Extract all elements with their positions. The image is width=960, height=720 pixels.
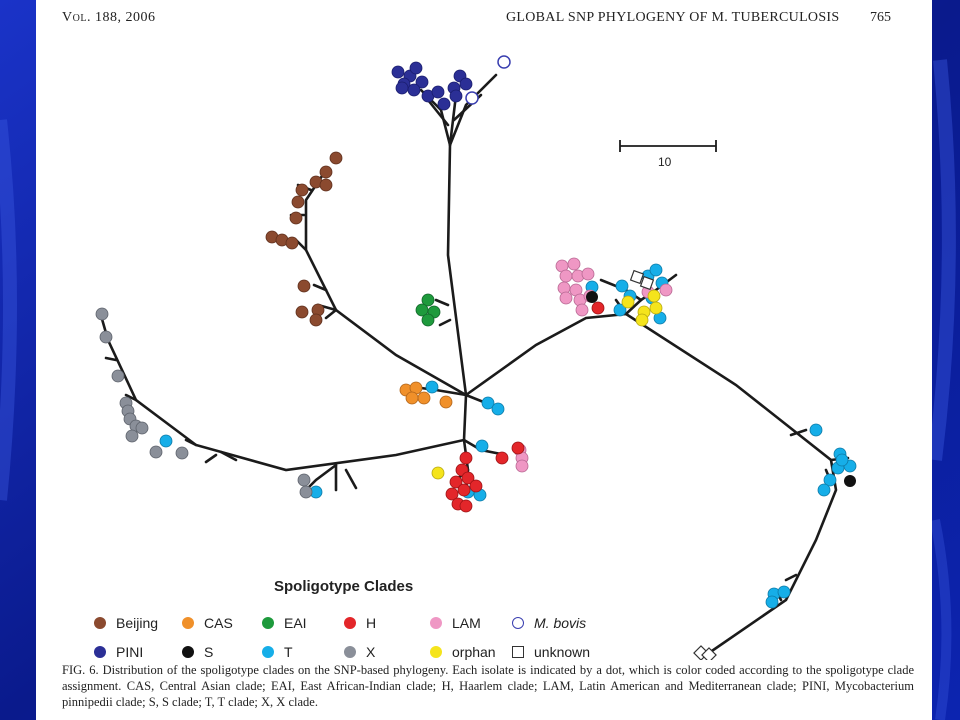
legend-label: T bbox=[284, 644, 293, 660]
legend-item: Beijing bbox=[94, 614, 158, 632]
legend-label: CAS bbox=[204, 615, 233, 631]
legend-item: S bbox=[182, 643, 213, 661]
legend-item: T bbox=[262, 643, 293, 661]
legend-label: M. bovis bbox=[534, 615, 587, 631]
s-dots bbox=[586, 291, 856, 487]
legend-item: PINI bbox=[94, 643, 143, 661]
legend-marker bbox=[262, 617, 274, 629]
legend-marker bbox=[512, 617, 524, 629]
m-bovis-dots bbox=[465, 55, 511, 105]
legend-label: H bbox=[366, 615, 377, 631]
legend-label: LAM bbox=[452, 615, 481, 631]
legend-label: Beijing bbox=[116, 615, 159, 631]
t-dots bbox=[159, 263, 857, 609]
beijing-dots bbox=[265, 151, 343, 327]
legend-label: S bbox=[204, 644, 214, 660]
journal-page: Vol. 188, 2006 GLOBAL SNP PHYLOGENY OF M… bbox=[36, 0, 932, 720]
legend-item: M. bovis bbox=[512, 614, 586, 632]
pini-dots bbox=[391, 61, 473, 111]
snp-phylogeny-tree bbox=[95, 55, 857, 660]
h-dots bbox=[445, 301, 605, 513]
unknown-markers bbox=[629, 269, 717, 660]
header-volume: Vol. 188, 2006 bbox=[62, 10, 156, 25]
legend-marker bbox=[430, 617, 442, 629]
legend-marker bbox=[182, 646, 194, 658]
legend-item: orphan bbox=[430, 643, 496, 661]
header-page-number: 765 bbox=[870, 10, 891, 25]
eai-dots bbox=[415, 293, 441, 327]
lam-dots bbox=[513, 257, 673, 473]
legend-marker bbox=[262, 646, 274, 658]
legend-marker bbox=[94, 646, 106, 658]
legend-label: EAI bbox=[284, 615, 307, 631]
scale-bar bbox=[619, 140, 717, 152]
legend-item: CAS bbox=[182, 614, 233, 632]
legend-title: Spoligotype Clades bbox=[274, 578, 414, 595]
legend-label: X bbox=[366, 644, 376, 660]
legend-label: PINI bbox=[116, 644, 144, 660]
legend-item: LAM bbox=[430, 614, 481, 632]
legend-marker bbox=[344, 617, 356, 629]
legend-item: H bbox=[344, 614, 376, 632]
header-title: GLOBAL SNP PHYLOGENY OF M. TUBERCULOSIS bbox=[506, 10, 840, 25]
scale-bar-label: 10 bbox=[658, 155, 672, 169]
legend-marker bbox=[94, 617, 106, 629]
legend-item: unknown bbox=[512, 643, 590, 661]
x-dots bbox=[95, 307, 313, 499]
legend-marker bbox=[344, 646, 356, 658]
legend-label: orphan bbox=[452, 644, 496, 660]
legend-marker bbox=[182, 617, 194, 629]
cas-dots bbox=[399, 381, 453, 409]
legend-item: X bbox=[344, 643, 375, 661]
legend-item: EAI bbox=[262, 614, 307, 632]
figure-caption: FIG. 6. Distribution of the spoligotype … bbox=[62, 663, 914, 709]
orphan-dots bbox=[431, 289, 663, 480]
legend-marker bbox=[512, 646, 524, 658]
legend-marker bbox=[430, 646, 442, 658]
legend-label: unknown bbox=[534, 644, 591, 660]
